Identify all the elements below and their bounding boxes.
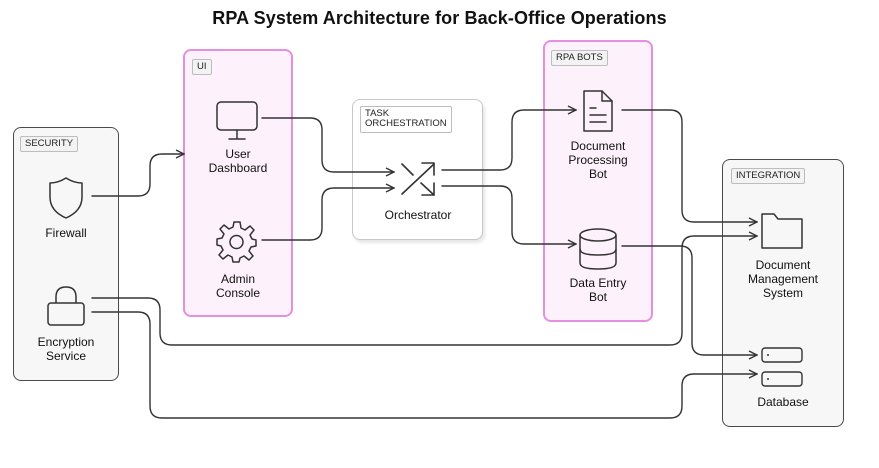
monitor-icon: [216, 101, 258, 140]
edge-dataentry-to-database: [621, 245, 757, 355]
edge-docbot-to-dms: [621, 109, 757, 222]
ui-group: UI: [183, 49, 293, 317]
edge-firewall-to-dashboard: [91, 154, 184, 197]
edge-orchestrator-to-docbot: [441, 110, 576, 171]
database-label: Database: [757, 395, 809, 409]
gear-icon: [216, 221, 257, 263]
document-icon: [583, 90, 613, 132]
document-management-system-label: Document Management System: [747, 258, 819, 300]
data-entry-bot-label: Data Entry Bot: [569, 276, 627, 304]
encryption-service-label: Encryption Service: [37, 335, 95, 363]
ui-group-label: UI: [192, 59, 212, 76]
lock-icon: [47, 286, 85, 326]
edge-dashboard-to-orchestrator: [261, 117, 394, 172]
server-rack-icon: [761, 347, 803, 387]
rpa-bots-group: RPA BOTS: [543, 40, 653, 322]
security-group: SECURITY: [13, 127, 119, 381]
integration-group-label: INTEGRATION: [731, 168, 806, 185]
integration-group: INTEGRATION: [722, 159, 844, 427]
edge-admin-to-orchestrator: [261, 188, 394, 241]
edge-encryption-to-database: [91, 311, 757, 419]
orchestrator-label: Orchestrator: [384, 208, 452, 222]
rpa-bots-group-label: RPA BOTS: [551, 50, 608, 67]
security-group-label: SECURITY: [20, 136, 79, 153]
edge-encryption-to-dms: [91, 236, 757, 346]
admin-console-label: Admin Console: [215, 272, 261, 300]
firewall-label: Firewall: [45, 226, 87, 240]
shuffle-icon: [401, 162, 435, 196]
edge-orchestrator-to-dataentry: [441, 185, 576, 244]
diagram-title: RPA System Architecture for Back-Office …: [212, 8, 667, 28]
document-processing-bot-label: Document Processing Bot: [568, 139, 628, 181]
database-icon: [579, 228, 617, 270]
folder-icon: [761, 213, 803, 249]
shield-icon: [49, 177, 83, 219]
task-orchestration-group-label: TASK ORCHESTRATION: [360, 106, 452, 133]
user-dashboard-label: User Dashboard: [208, 147, 268, 175]
